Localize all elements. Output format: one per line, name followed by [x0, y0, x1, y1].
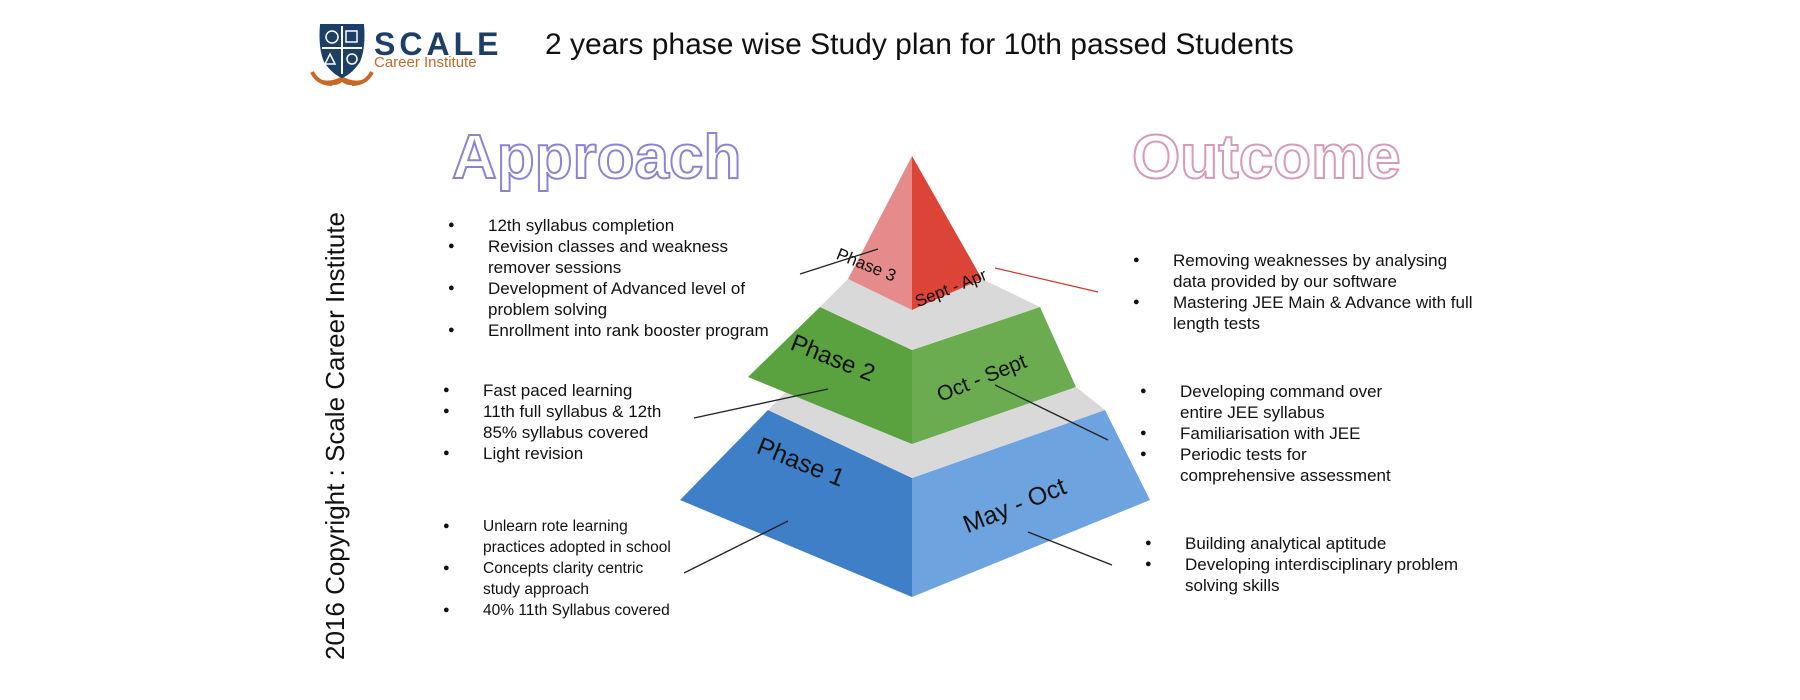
logo-subtitle: Career Institute	[374, 54, 477, 71]
outcome-phase1-list: Building analytical aptitude Developing …	[1145, 533, 1485, 596]
list-item: 40% 11th Syllabus covered	[443, 600, 683, 621]
approach-heading: Approach	[451, 122, 742, 193]
list-item: Developing command over entire JEE sylla…	[1140, 381, 1410, 423]
phase3-left-face	[848, 156, 912, 310]
outcome-phase2-list: Developing command over entire JEE sylla…	[1140, 381, 1410, 486]
list-item: Removing weaknesses by analysing data pr…	[1133, 250, 1473, 292]
list-item: Building analytical aptitude	[1145, 533, 1485, 554]
approach-phase3-list: 12th syllabus completion Revision classe…	[448, 215, 788, 341]
phase2-right-face	[912, 307, 1076, 444]
list-item: Concepts clarity centric study approach	[443, 558, 683, 600]
phase3-right-face	[912, 156, 982, 310]
logo-shield-icon	[310, 24, 374, 86]
outcome-heading: Outcome	[1131, 122, 1402, 193]
list-item: Enrollment into rank booster program	[448, 320, 788, 341]
connector-phase2-right	[994, 384, 1109, 441]
list-item: 11th full syllabus & 12th 85% syllabus c…	[443, 401, 683, 443]
list-item: Revision classes and weakness remover se…	[448, 236, 788, 278]
list-item: Developing interdisciplinary problem sol…	[1145, 554, 1485, 596]
connector-phase1-left	[683, 520, 789, 574]
gap-band-upper	[820, 279, 1040, 350]
phase1-left-face	[680, 410, 912, 597]
connector-phase3-right	[994, 267, 1099, 293]
connector-phase1-right	[1027, 531, 1113, 566]
logo-wordmark: SCALE	[374, 26, 503, 62]
list-item: Mastering JEE Main & Advance with full l…	[1133, 292, 1473, 334]
connector-phase2-left	[693, 388, 829, 419]
outcome-phase3-list: Removing weaknesses by analysing data pr…	[1133, 250, 1473, 334]
page-title: 2 years phase wise Study plan for 10th p…	[545, 28, 1294, 61]
gap-band-lower	[768, 387, 1105, 478]
phase2-left-face	[748, 307, 912, 444]
list-item: 12th syllabus completion	[448, 215, 788, 236]
list-item: Development of Advanced level of problem…	[448, 278, 788, 320]
approach-phase2-list: Fast paced learning 11th full syllabus &…	[443, 380, 683, 464]
list-item: Unlearn rote learning practices adopted …	[443, 516, 683, 558]
list-item: Fast paced learning	[443, 380, 683, 401]
list-item: Periodic tests for comprehensive assessm…	[1140, 444, 1410, 486]
list-item: Familiarisation with JEE	[1140, 423, 1410, 444]
list-item: Light revision	[443, 443, 683, 464]
connector-phase3-left	[799, 248, 879, 275]
logo	[302, 18, 502, 90]
approach-phase1-list: Unlearn rote learning practices adopted …	[443, 516, 683, 621]
phase1-right-face	[912, 410, 1150, 597]
